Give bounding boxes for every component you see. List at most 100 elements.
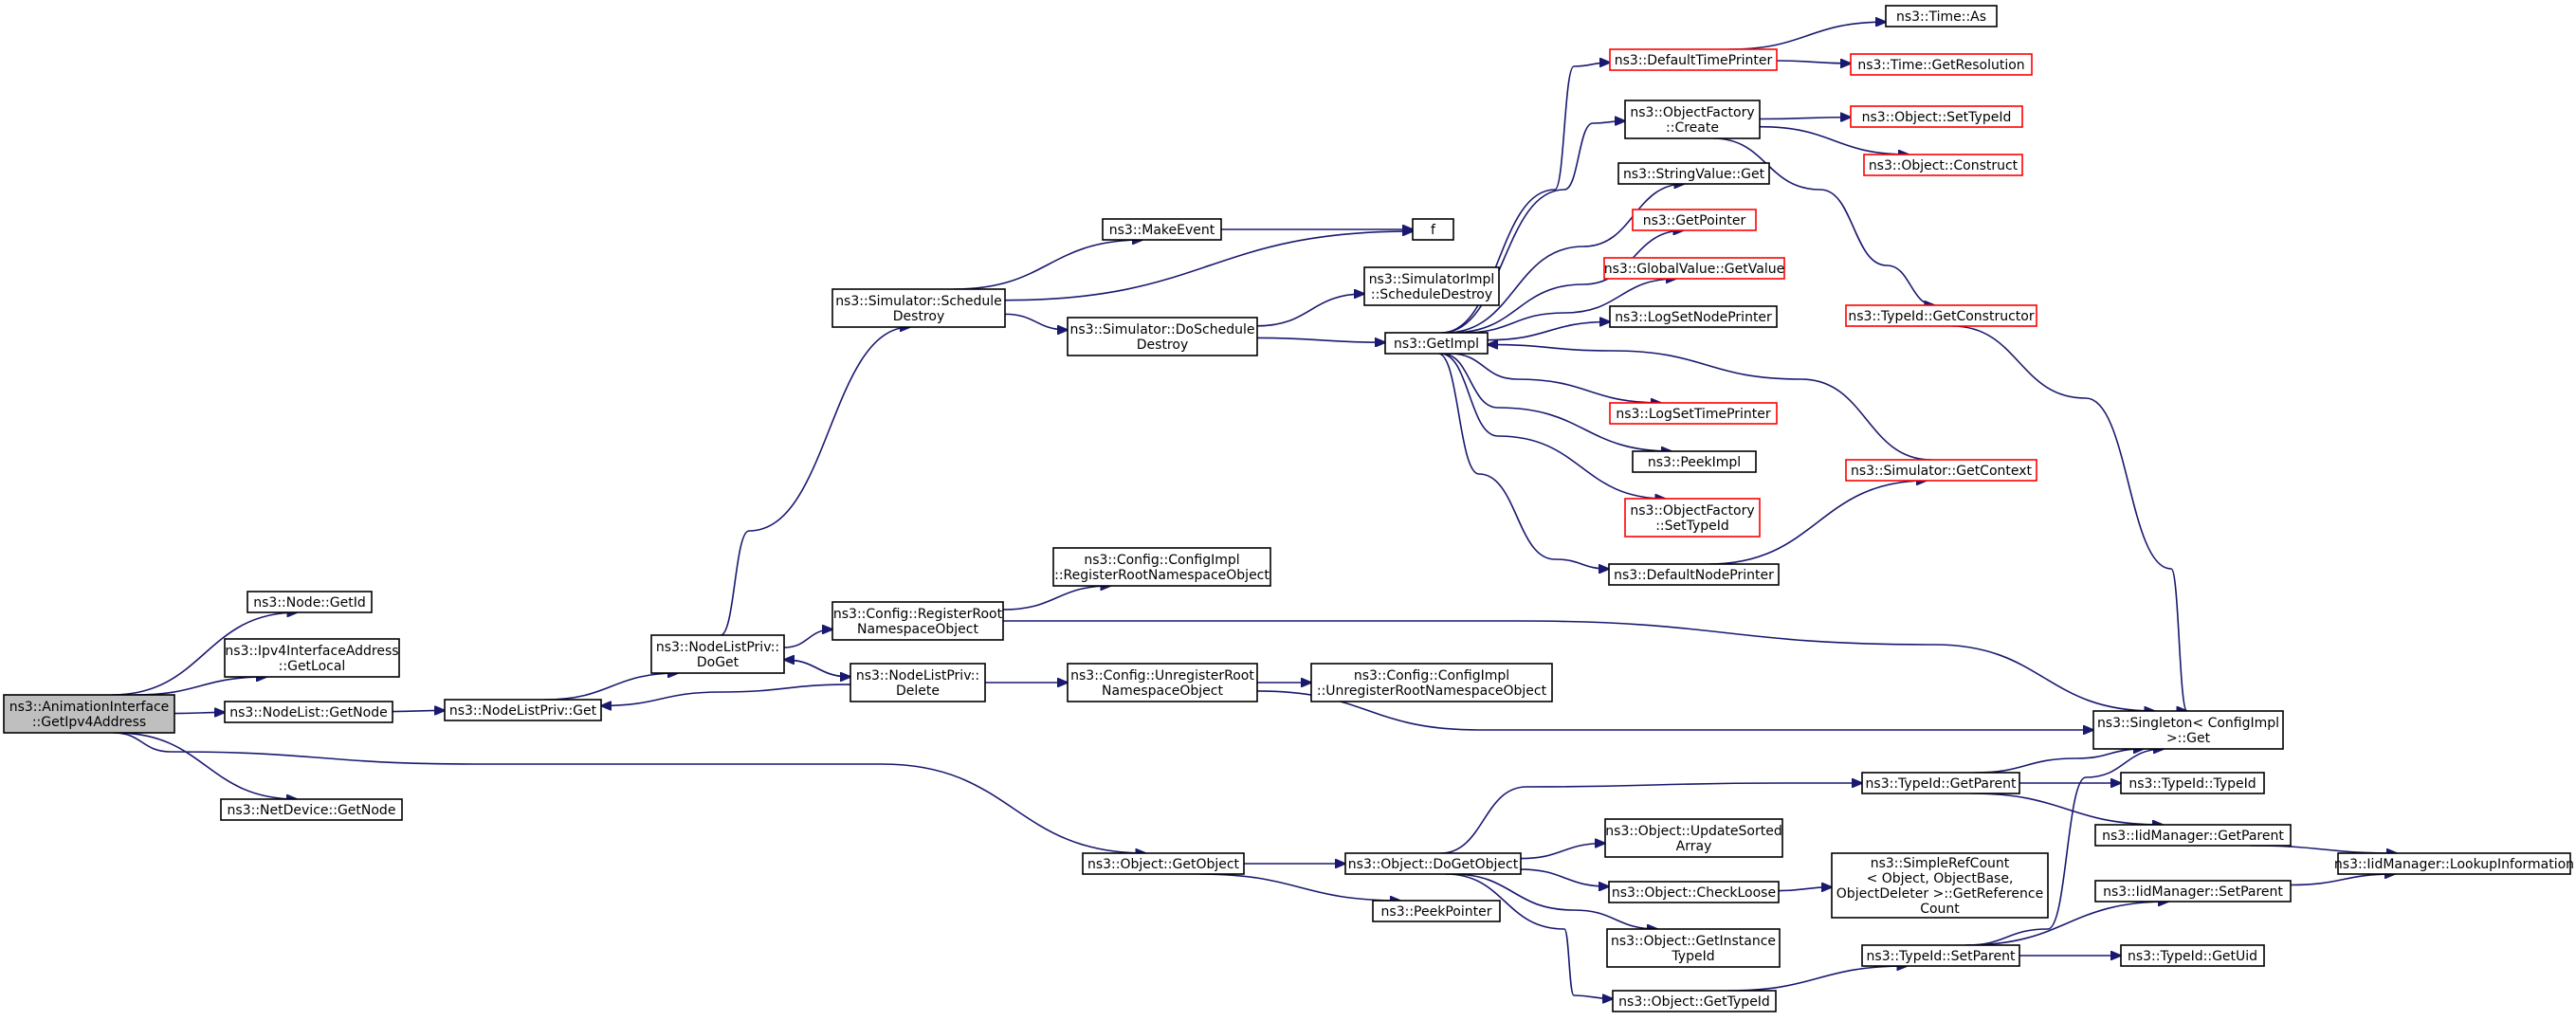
node-node_getid[interactable]: ns3::Node::GetId <box>247 591 373 613</box>
node-box-configimpl_register <box>1052 547 1271 587</box>
node-box-sim_doscheduledestroy <box>1067 317 1258 356</box>
node-sim_getcontext[interactable]: ns3::Simulator::GetContext <box>1845 459 2037 482</box>
node-label-globalvalue_getvalue-line-0: ns3::GlobalValue::GetValue <box>1604 262 1784 277</box>
node-logsettimeprinter[interactable]: ns3::LogSetTimePrinter <box>1609 402 1778 425</box>
node-iidmanager_lookupinformation[interactable]: ns3::IidManager::LookupInformation <box>2334 852 2574 875</box>
node-time_getresolution[interactable]: ns3::Time::GetResolution <box>1850 53 2033 76</box>
node-object_construct[interactable]: ns3::Object::Construct <box>1863 154 2023 176</box>
node-defaulttimeprinter[interactable]: ns3::DefaultTimePrinter <box>1609 48 1778 71</box>
node-box-iidmanager_lookupinformation <box>2337 852 2571 875</box>
node-simimpl_scheduledestroy[interactable]: ns3::SimulatorImpl::ScheduleDestroy <box>1363 266 1500 306</box>
edge-sim_scheduledestroy-to-f <box>1004 231 1413 301</box>
node-typeid_getparent[interactable]: ns3::TypeId::GetParent <box>1861 772 2020 794</box>
node-f[interactable]: f <box>1412 218 1454 241</box>
node-label-netdevice_getnode-line-0: ns3::NetDevice::GetNode <box>228 803 396 818</box>
node-box-logsettimeprinter <box>1609 402 1778 425</box>
node-globalvalue_getvalue[interactable]: ns3::GlobalValue::GetValue <box>1603 257 1785 280</box>
node-nodelistpriv_delete[interactable]: ns3::NodeListPriv::Delete <box>850 663 986 702</box>
node-typeid_getuid[interactable]: ns3::TypeId::GetUid <box>2120 944 2265 967</box>
edge-objectfactory_create-to-typeid_getconstructor <box>1712 137 1934 305</box>
edge-root-to-node_getid <box>111 612 298 696</box>
node-label-typeid_setparent-line-0: ns3::TypeId::SetParent <box>1867 949 2016 964</box>
node-nodelistpriv_get[interactable]: ns3::NodeListPriv::Get <box>444 699 602 721</box>
node-getimpl[interactable]: ns3::GetImpl <box>1384 332 1489 355</box>
node-configimpl_register[interactable]: ns3::Config::ConfigImpl::RegisterRootNam… <box>1052 547 1271 587</box>
node-peekpointer[interactable]: ns3::PeekPointer <box>1372 900 1501 922</box>
edge-sim_getcontext-to-getimpl <box>1488 344 1932 461</box>
node-object_checkloose[interactable]: ns3::Object::CheckLoose <box>1608 881 1780 903</box>
node-label-object_getinstancetypeid-line-0: ns3::Object::GetInstance <box>1611 934 1776 949</box>
node-box-logsetnodeprinter <box>1609 305 1778 328</box>
node-box-getimpl <box>1384 332 1489 355</box>
node-label-nodelistpriv_delete-line-1: Delete <box>896 684 940 699</box>
node-typeid_typeid[interactable]: ns3::TypeId::TypeId <box>2120 772 2265 794</box>
node-netdevice_getnode[interactable]: ns3::NetDevice::GetNode <box>220 798 403 821</box>
node-label-configimpl_unregister-line-0: ns3::Config::ConfigImpl <box>1354 668 1509 684</box>
edges-layer <box>111 22 2397 998</box>
node-object_settypeid[interactable]: ns3::Object::SetTypeId <box>1850 105 2023 128</box>
node-box-object_getobject <box>1082 852 1245 875</box>
node-simplerefcount_getrefcount[interactable]: ns3::SimpleRefCount< Object, ObjectBase,… <box>1831 852 2049 919</box>
node-singleton_get[interactable]: ns3::Singleton< ConfigImpl >::Get <box>2092 710 2284 750</box>
node-iidmanager_setparent[interactable]: ns3::IidManager::SetParent <box>2094 880 2292 902</box>
edge-sim_doscheduledestroy-to-getimpl <box>1256 337 1385 342</box>
node-stringvalue_get[interactable]: ns3::StringValue::Get <box>1617 162 1770 185</box>
edge-defaulttimeprinter-to-time_as <box>1728 22 1886 50</box>
node-label-peekpointer-line-0: ns3::PeekPointer <box>1381 904 1492 920</box>
node-label-simplerefcount_getrefcount-line-3: Count <box>1920 902 1960 917</box>
node-box-simimpl_scheduledestroy <box>1363 266 1500 306</box>
edge-getimpl-to-globalvalue_getvalue <box>1462 279 1676 334</box>
node-object_getobject[interactable]: ns3::Object::GetObject <box>1082 852 1245 875</box>
node-makeevent[interactable]: ns3::MakeEvent <box>1102 218 1222 241</box>
node-box-sim_getcontext <box>1845 459 2037 482</box>
node-box-ipv4_getlocal <box>224 638 400 678</box>
node-config_registerroot[interactable]: ns3::Config::RegisterRootNamespaceObject <box>831 601 1004 641</box>
node-objectfactory_create[interactable]: ns3::ObjectFactory::Create <box>1624 100 1761 139</box>
node-object_dogetobject[interactable]: ns3::Object::DoGetObject <box>1344 852 1522 875</box>
node-label-logsetnodeprinter-line-0: ns3::LogSetNodePrinter <box>1615 310 1772 325</box>
node-box-object_getinstancetypeid <box>1606 928 1781 968</box>
node-label-time_as-line-0: ns3::Time::As <box>1896 9 1986 25</box>
node-label-objectfactory_create-line-1: ::Create <box>1666 120 1719 136</box>
node-object_gettypeid[interactable]: ns3::Object::GetTypeId <box>1612 990 1777 1012</box>
node-sim_scheduledestroy[interactable]: ns3::Simulator::ScheduleDestroy <box>831 288 1006 328</box>
node-box-peekimpl <box>1632 450 1757 473</box>
node-box-object_settypeid <box>1850 105 2023 128</box>
edge-typeid_getparent-to-iidmanager_getparent <box>1970 793 2163 825</box>
node-label-node_getid-line-0: ns3::Node::GetId <box>253 595 365 611</box>
node-time_as[interactable]: ns3::Time::As <box>1885 5 1998 27</box>
node-defaultnodeprinter[interactable]: ns3::DefaultNodePrinter <box>1608 563 1780 586</box>
node-box-object_gettypeid <box>1612 990 1777 1012</box>
node-label-object_dogetobject-line-0: ns3::Object::DoGetObject <box>1348 857 1519 872</box>
node-typeid_getconstructor[interactable]: ns3::TypeId::GetConstructor <box>1845 304 2037 327</box>
node-config_unregisterroot[interactable]: ns3::Config::UnregisterRootNamespaceObje… <box>1067 663 1258 702</box>
node-label-object_updatesortedarray-line-0: ns3::Object::UpdateSorted <box>1605 824 1781 839</box>
node-box-node_getid <box>247 591 373 613</box>
edge-objectfactory_create-to-object_construct <box>1759 125 1909 155</box>
node-box-getpointer <box>1632 209 1757 231</box>
node-label-sim_scheduledestroy-line-1: Destroy <box>893 309 944 324</box>
edge-config_registerroot-to-singleton_get <box>1003 620 2154 711</box>
edge-defaulttimeprinter-to-time_getresolution <box>1776 61 1851 64</box>
node-nodelist_getnode[interactable]: ns3::NodeList::GetNode <box>224 701 393 723</box>
edge-getimpl-to-defaultnodeprinter <box>1437 353 1609 569</box>
node-label-peekimpl-line-0: ns3::PeekImpl <box>1648 455 1741 470</box>
node-objectfactory_settypeid[interactable]: ns3::ObjectFactory::SetTypeId <box>1624 498 1761 538</box>
node-logsetnodeprinter[interactable]: ns3::LogSetNodePrinter <box>1609 305 1778 328</box>
node-peekimpl[interactable]: ns3::PeekImpl <box>1632 450 1757 473</box>
node-box-nodelistpriv_delete <box>850 663 986 702</box>
node-getpointer[interactable]: ns3::GetPointer <box>1632 209 1757 231</box>
node-label-object_settypeid-line-0: ns3::Object::SetTypeId <box>1862 110 2012 125</box>
node-ipv4_getlocal[interactable]: ns3::Ipv4InterfaceAddress::GetLocal <box>224 638 400 678</box>
edge-objectfactory_create-to-object_settypeid <box>1759 118 1851 119</box>
node-iidmanager_getparent[interactable]: ns3::IidManager::GetParent <box>2094 824 2292 847</box>
node-nodelistpriv_doget[interactable]: ns3::NodeListPriv::DoGet <box>650 634 785 674</box>
node-typeid_setparent[interactable]: ns3::TypeId::SetParent <box>1861 944 2020 967</box>
node-label-objectfactory_settypeid-line-1: ::SetTypeId <box>1655 519 1729 534</box>
node-configimpl_unregister[interactable]: ns3::Config::ConfigImpl::UnregisterRootN… <box>1310 663 1553 702</box>
edge-config_registerroot-to-configimpl_register <box>1002 586 1110 611</box>
node-label-object_construct-line-0: ns3::Object::Construct <box>1869 158 2019 173</box>
